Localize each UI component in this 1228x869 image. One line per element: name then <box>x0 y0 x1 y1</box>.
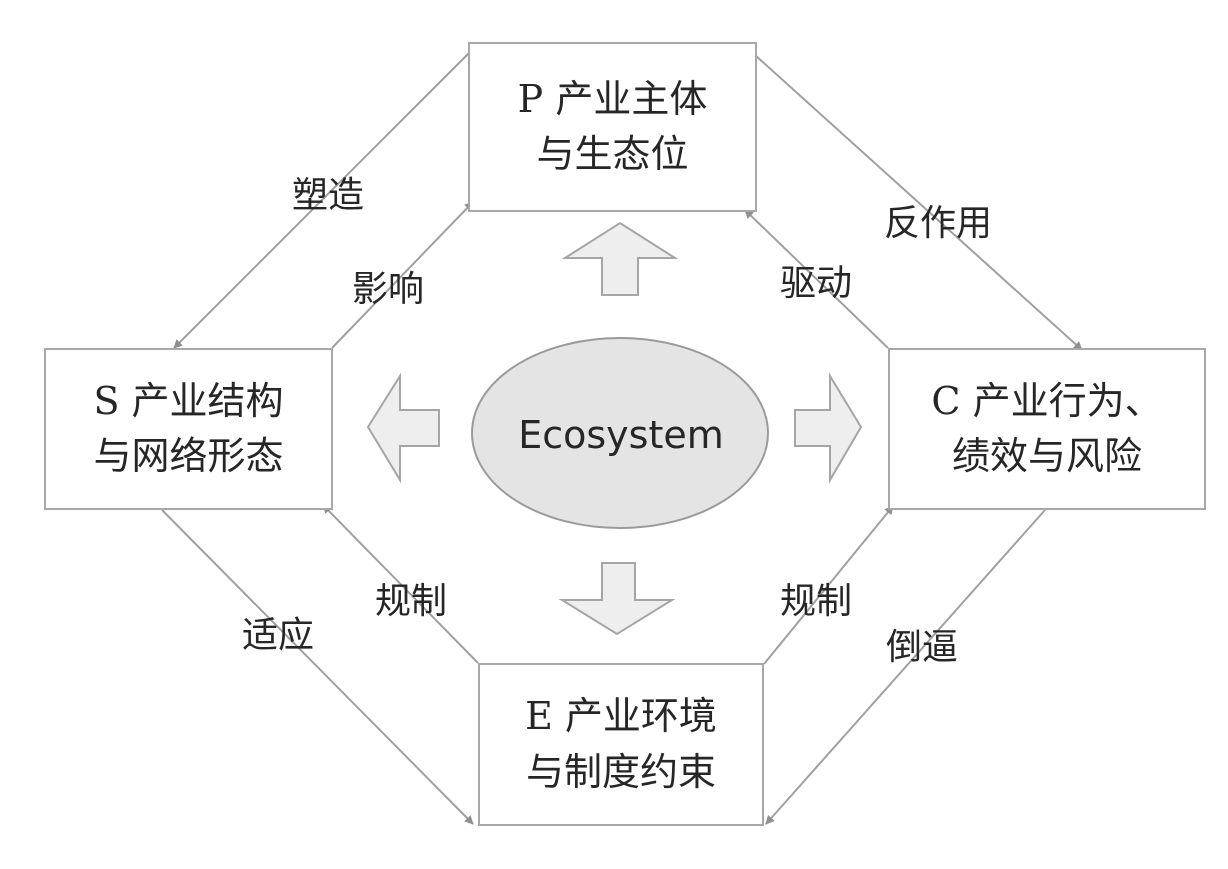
node-c-industry-behavior: C 产业行为、 绩效与风险 <box>888 348 1206 510</box>
node-s-line2: 与网络形态 <box>93 434 284 478</box>
node-p-line2: 与生态位 <box>536 132 689 176</box>
node-e-line1: E 产业环境 <box>525 694 717 739</box>
node-c-line1: C 产业行为、 <box>931 378 1163 423</box>
block-arrow-down <box>558 562 676 636</box>
node-e-line2: 与制度约束 <box>525 749 716 794</box>
node-s-industry-structure: S 产业结构 与网络形态 <box>44 348 333 510</box>
block-arrow-up <box>561 221 679 296</box>
edge-p-to-s <box>173 51 471 349</box>
edge-e-to-s <box>322 504 479 664</box>
edge-label-regulate-left: 规制 <box>375 581 448 622</box>
edge-label-drive: 驱动 <box>780 263 853 304</box>
node-s-line1: S 产业结构 <box>93 378 284 423</box>
ecosystem-label: Ecosystem <box>518 413 724 457</box>
edge-c-to-e <box>765 509 1046 825</box>
edge-s-to-e <box>161 509 474 825</box>
edge-label-force: 倒逼 <box>886 627 959 668</box>
edge-label-feedback: 反作用 <box>884 203 993 244</box>
edge-label-influence: 影响 <box>352 269 425 310</box>
edge-label-shape: 塑造 <box>292 175 365 216</box>
edge-label-regulate-right: 规制 <box>780 581 853 622</box>
node-e-industry-environment: E 产业环境 与制度约束 <box>478 663 764 826</box>
edge-c-to-p <box>744 209 889 349</box>
block-arrow-right <box>794 372 863 484</box>
edge-p-to-c <box>754 54 1083 351</box>
block-arrow-left <box>366 372 440 484</box>
edge-label-adapt: 适应 <box>242 615 315 656</box>
edge-s-to-p <box>331 201 474 349</box>
node-p-industry-subject: P 产业主体 与生态位 <box>468 42 757 212</box>
edge-e-to-c <box>763 505 894 665</box>
node-c-line2: 绩效与风险 <box>951 434 1142 478</box>
node-p-line1: P 产业主体 <box>517 76 708 121</box>
ecosystem-ellipse <box>471 337 769 529</box>
